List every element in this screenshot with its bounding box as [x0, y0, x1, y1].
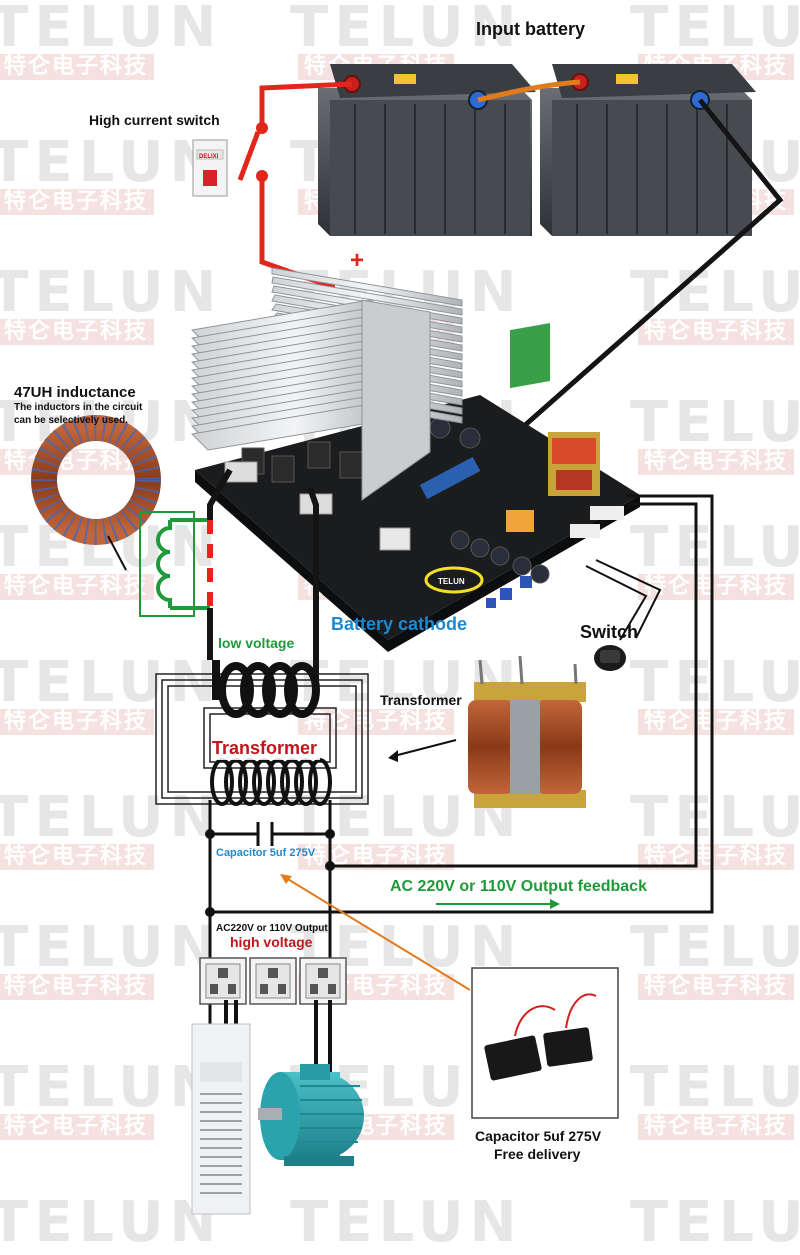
- watermark-chinese: 特仑电子科技: [638, 709, 795, 735]
- watermark-brand: TELUN: [290, 1190, 523, 1255]
- inductance-title: 47UH inductance: [14, 384, 136, 401]
- watermark-brand: TELUN: [630, 915, 800, 980]
- inductance-note-2: can be selectively used.: [14, 415, 128, 426]
- motor-icon: [258, 1064, 364, 1166]
- rocker-switch-icon: [594, 645, 626, 671]
- transformer-photo: [468, 655, 586, 808]
- watermark-brand: TELUN: [290, 0, 523, 60]
- watermark-chinese: 特仑电子科技: [638, 974, 795, 1000]
- input-battery-label: Input battery: [476, 19, 586, 39]
- high-current-switch-label: High current switch: [89, 112, 220, 128]
- watermark-brand: TELUN: [0, 785, 223, 850]
- transformer-center-label: Transformer: [212, 738, 318, 758]
- capacitor-arrow: [285, 877, 471, 991]
- secondary-winding: [210, 758, 332, 806]
- battery-right: [540, 64, 756, 236]
- watermark-brand: TELUN: [0, 1190, 223, 1255]
- battery-series-link: [477, 79, 581, 103]
- switch-wire: [595, 559, 662, 639]
- inductor-arrow: [107, 535, 127, 571]
- svg-text:TELUN: TELUN: [438, 577, 465, 586]
- capacitor-photo: [471, 967, 619, 1119]
- watermark-brand: TELUN: [0, 260, 223, 325]
- watermark-brand: TELUN: [630, 1190, 800, 1255]
- watermark-chinese: 特仑电子科技: [0, 974, 155, 1000]
- watermark-chinese: 特仑电子科技: [638, 844, 795, 870]
- heatsink: [190, 267, 463, 501]
- inductance-note-1: The inductors in the circuit: [14, 402, 143, 413]
- watermark-chinese: 特仑电子科技: [638, 449, 795, 475]
- watermark-brand: TELUN: [0, 650, 223, 715]
- watermark-chinese: 特仑电子科技: [638, 1114, 795, 1140]
- air-conditioner-icon: [191, 1023, 251, 1215]
- switch-label: Switch: [580, 622, 639, 642]
- watermark-chinese: 特仑电子科技: [0, 844, 155, 870]
- low-voltage-label: low voltage: [218, 635, 295, 651]
- watermark-brand: TELUN: [0, 1055, 223, 1120]
- high-voltage-label: high voltage: [230, 934, 313, 950]
- watermark-chinese: 特仑电子科技: [0, 709, 155, 735]
- socket-panel: [199, 957, 347, 1005]
- capacitor-caption-2: Free delivery: [494, 1146, 581, 1162]
- battery-left: [318, 64, 536, 236]
- watermark-brand: TELUN: [630, 515, 800, 580]
- capacitor-caption-1: Capacitor 5uf 275V: [475, 1128, 602, 1144]
- watermark-brand: TELUN: [630, 0, 800, 60]
- inverter-board: TELUN: [195, 323, 640, 652]
- primary-winding: [212, 660, 320, 718]
- watermark-chinese: 特仑电子科技: [0, 574, 155, 600]
- watermark-chinese: 特仑电子科技: [0, 54, 155, 80]
- watermark-chinese: 特仑电子科技: [0, 319, 155, 345]
- watermark-brand: TELUN: [630, 390, 800, 455]
- inductor-symbol: [139, 511, 210, 617]
- watermark-chinese: 特仑电子科技: [0, 189, 155, 215]
- battery-cathode-label: Battery cathode: [331, 614, 468, 634]
- watermark-brand: TELUN: [630, 260, 800, 325]
- watermark-brand: TELUN: [0, 915, 223, 980]
- watermark-chinese: 特仑电子科技: [638, 319, 795, 345]
- svg-text:DELIXI: DELIXI: [199, 154, 219, 160]
- plus-sign: +: [350, 247, 365, 274]
- capacitor-small-label: Capacitor 5uf 275V: [216, 847, 316, 859]
- watermark-chinese: 特仑电子科技: [0, 1114, 155, 1140]
- watermark-brand: TELUN: [630, 785, 800, 850]
- watermark-brand: TELUN: [630, 1055, 800, 1120]
- feedback-arrow: [436, 899, 560, 909]
- breaker-icon: DELIXI: [192, 139, 228, 197]
- ac-output-label: AC220V or 110V Output: [216, 923, 328, 934]
- toroid-inductor-icon: [31, 415, 161, 545]
- watermark-brand: TELUN: [630, 650, 800, 715]
- watermark-chinese: 特仑电子科技: [638, 574, 795, 600]
- watermark-brand: TELUN: [0, 130, 223, 195]
- transformer-photo-label: Transformer: [380, 692, 462, 708]
- output-feedback-label: AC 220V or 110V Output feedback: [390, 878, 647, 895]
- watermark-brand: TELUN: [0, 0, 223, 60]
